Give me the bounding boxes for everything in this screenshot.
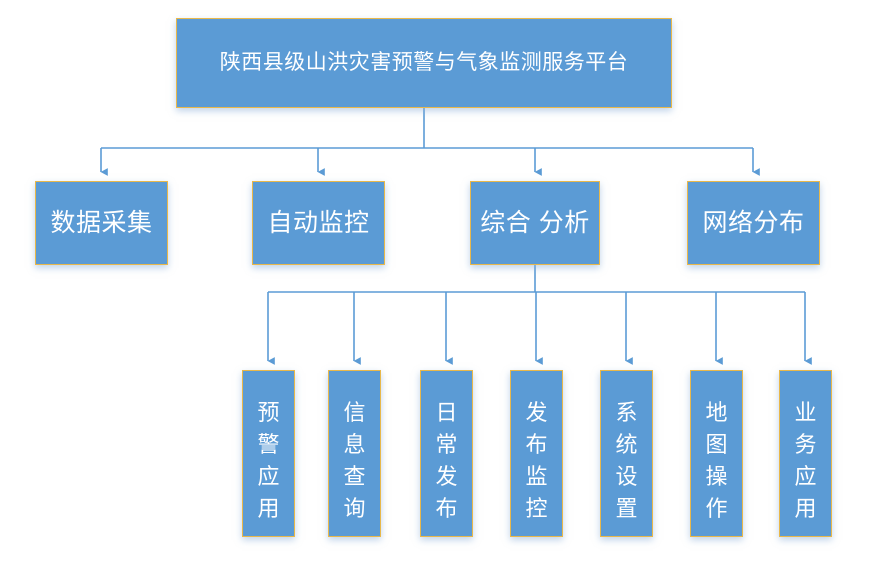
node-release-monitoring-label: 发布监控 <box>525 400 549 521</box>
node-warning-application[interactable]: 预警应用 <box>242 370 295 537</box>
node-auto-monitoring[interactable]: 自动监控 <box>252 181 385 265</box>
node-map-operation-label: 地图操作 <box>705 400 729 521</box>
node-network-distribution[interactable]: 网络分布 <box>687 181 820 265</box>
node-system-settings[interactable]: 系统设置 <box>600 370 653 537</box>
node-auto-monitoring-label: 自动监控 <box>267 208 370 237</box>
node-network-distribution-label: 网络分布 <box>702 208 805 237</box>
node-integrated-analysis-label: 综合 分析 <box>480 208 590 237</box>
node-data-collection-label: 数据采集 <box>50 208 153 237</box>
node-business-application[interactable]: 业务应用 <box>779 370 832 537</box>
node-daily-release[interactable]: 日常发布 <box>420 370 473 537</box>
node-information-query[interactable]: 信息查询 <box>328 370 381 537</box>
node-warning-application-label: 预警应用 <box>257 400 281 521</box>
node-business-application-label: 业务应用 <box>794 400 818 521</box>
node-root-platform[interactable]: 陕西县级山洪灾害预警与气象监测服务平台 <box>176 18 672 108</box>
node-information-query-label: 信息查询 <box>343 400 367 521</box>
node-data-collection[interactable]: 数据采集 <box>35 181 168 265</box>
node-system-settings-label: 系统设置 <box>615 400 639 521</box>
node-map-operation[interactable]: 地图操作 <box>690 370 743 537</box>
node-root-label: 陕西县级山洪灾害预警与气象监测服务平台 <box>219 50 629 74</box>
node-integrated-analysis[interactable]: 综合 分析 <box>470 181 600 265</box>
node-daily-release-label: 日常发布 <box>435 400 459 521</box>
node-release-monitoring[interactable]: 发布监控 <box>510 370 563 537</box>
